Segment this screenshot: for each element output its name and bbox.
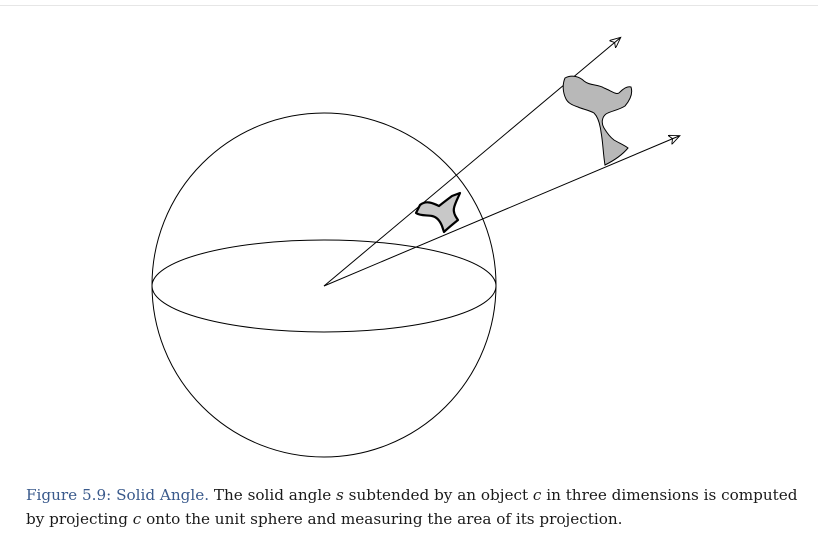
unit-sphere [151, 112, 497, 458]
math-s: s [336, 486, 344, 504]
caption-text-1: The solid angle [209, 486, 337, 504]
solid-angle-diagram [151, 0, 818, 458]
math-c-2: c [132, 510, 142, 528]
figure-caption: Figure 5.9: Solid Angle. The solid angle… [26, 483, 806, 531]
lower-ray [323, 136, 679, 287]
top-rule [0, 5, 818, 6]
figure-label: Figure 5.9: Solid Angle. [26, 486, 210, 504]
object-c [562, 75, 633, 166]
projection-of-c [414, 191, 462, 234]
upper-ray [323, 38, 620, 287]
sphere-equator [151, 239, 497, 333]
math-c: c [532, 486, 542, 504]
caption-text-2: subtended by an object [343, 486, 533, 504]
caption-text-4: onto the unit sphere and measuring the a… [141, 510, 623, 528]
caption-text-3: in three dimensions is computed by proje… [26, 486, 798, 528]
